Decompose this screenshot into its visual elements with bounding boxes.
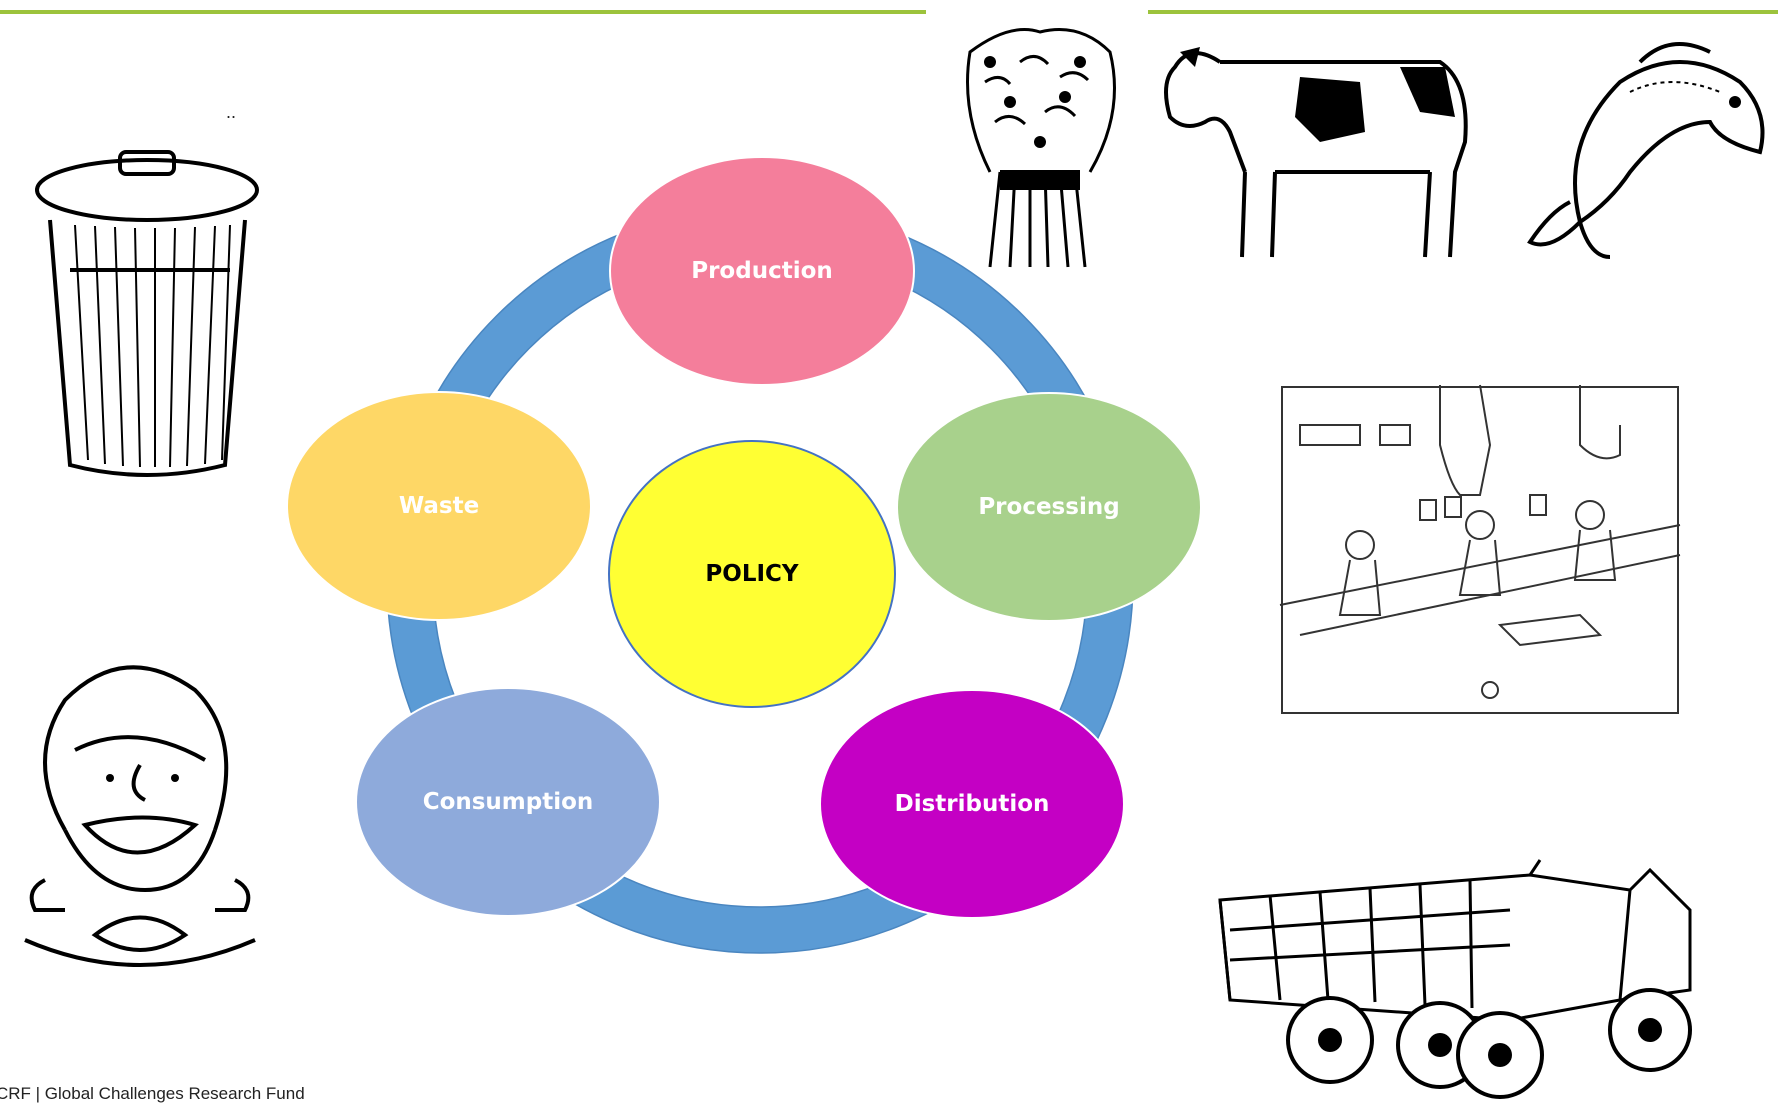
- node-policy: POLICY: [608, 440, 896, 708]
- node-waste-label: Waste: [398, 493, 480, 519]
- fish-icon: [1527, 42, 1765, 259]
- child-eating-icon: [24, 665, 256, 967]
- footer-text: CRF | Global Challenges Research Fund: [0, 1084, 305, 1103]
- node-consumption-label: Consumption: [422, 789, 594, 815]
- node-distribution-label: Distribution: [894, 791, 1050, 817]
- header-rule-left: [0, 10, 926, 14]
- node-production-label: Production: [691, 258, 833, 284]
- node-production: Production: [609, 156, 915, 386]
- truck-icon: [1218, 859, 1692, 1099]
- dots-text: ..: [226, 102, 237, 122]
- cow-icon: [1164, 47, 1468, 258]
- trash-can-icon: [35, 150, 259, 477]
- node-distribution: Distribution: [819, 689, 1125, 919]
- node-processing: Processing: [896, 392, 1202, 622]
- wheat-sheaf-icon: [966, 28, 1116, 268]
- node-processing-label: Processing: [978, 494, 1120, 520]
- node-waste: Waste: [286, 391, 592, 621]
- header-rule-right: [1148, 10, 1778, 14]
- node-consumption: Consumption: [355, 687, 661, 917]
- factory-icon: [1279, 384, 1681, 714]
- node-policy-label: POLICY: [705, 561, 799, 587]
